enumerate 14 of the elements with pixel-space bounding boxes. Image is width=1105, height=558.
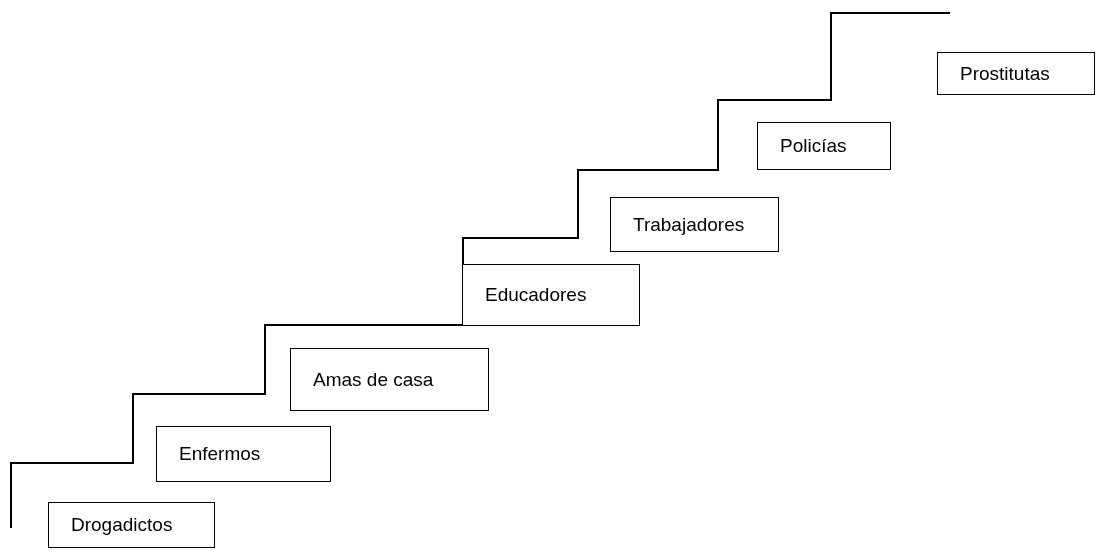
label-box (937, 52, 1095, 95)
label-box (462, 264, 640, 326)
box-label: Amas de casa (312, 368, 434, 391)
label-box (757, 122, 891, 170)
box-label: Drogadictos (70, 514, 173, 536)
label-box (610, 197, 779, 252)
box-label: Policías (779, 135, 847, 157)
box-label: Trabajadores (632, 213, 745, 236)
label-box (48, 502, 215, 548)
label-box (290, 348, 489, 411)
box-label: Prostitutas (959, 62, 1050, 85)
box-label: Enfermos (178, 443, 261, 465)
box-label: Educadores (484, 284, 587, 306)
label-box (156, 426, 331, 482)
